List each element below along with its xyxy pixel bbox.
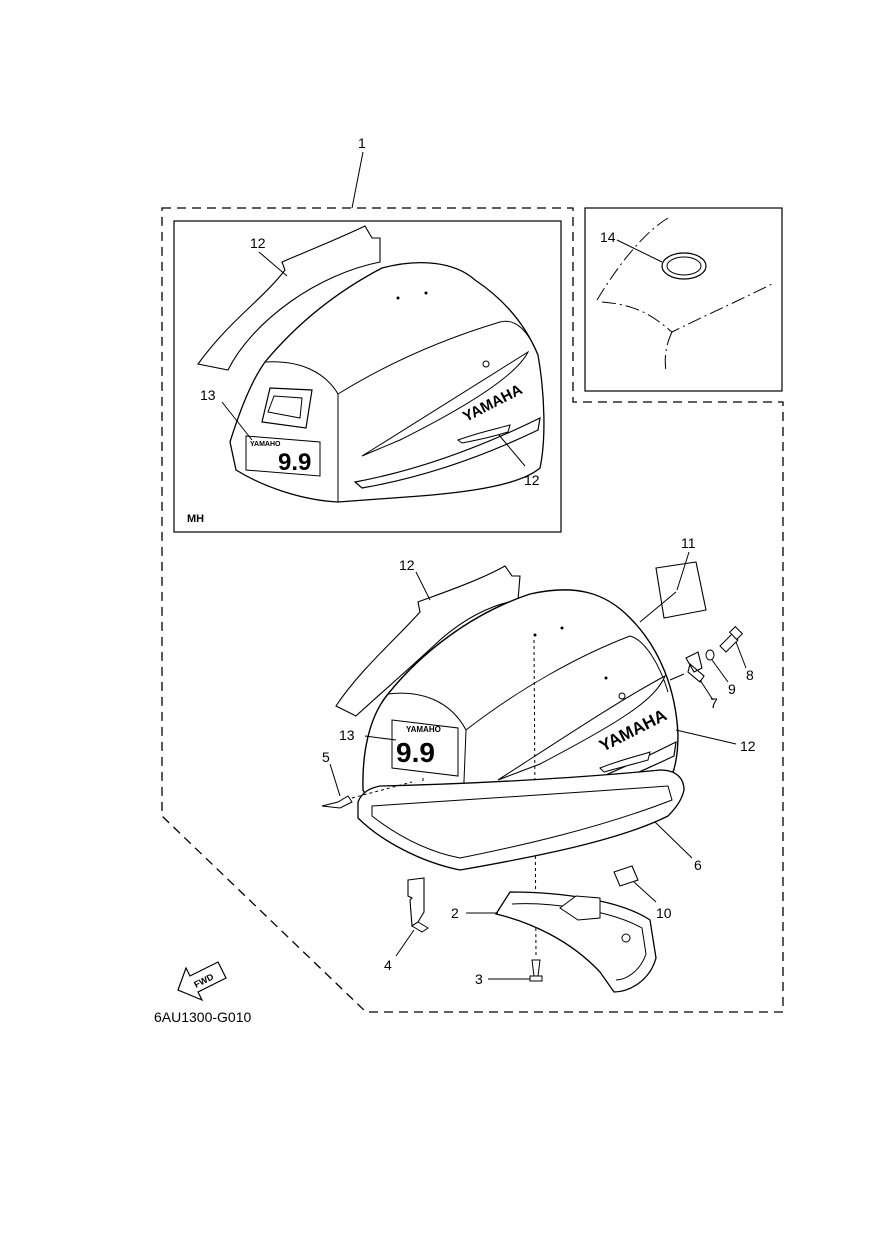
callout-12-inset-side: 12	[524, 472, 540, 488]
rivet-5	[321, 781, 413, 809]
callout-3: 3	[475, 971, 483, 987]
bolt-8	[719, 625, 744, 653]
callout-5: 5	[322, 749, 330, 765]
callout-10: 10	[656, 905, 672, 921]
callout-9: 9	[728, 681, 736, 697]
callout-7: 7	[710, 695, 718, 711]
svg-text:9.9: 9.9	[396, 737, 435, 768]
fwd-arrow-icon: FWD	[177, 961, 227, 1002]
callout-11: 11	[681, 535, 696, 551]
bracket-4	[407, 877, 429, 933]
callout-13-main: 13	[339, 727, 355, 743]
seal-6	[357, 769, 685, 871]
grommet-inset: 14	[584, 207, 783, 392]
callout-8: 8	[746, 667, 754, 683]
label-11	[655, 561, 707, 619]
svg-text:9.9: 9.9	[278, 449, 311, 476]
callout-12-main-top: 12	[399, 557, 415, 573]
callout-12-main-side: 12	[740, 738, 756, 754]
inset-variant-label: MH	[187, 513, 204, 525]
mh-inset: YAMAHA YAMAHO 9.9 MH	[173, 220, 562, 533]
callout-6: 6	[694, 857, 702, 873]
washer-9	[705, 649, 715, 661]
svg-text:YAMAHO: YAMAHO	[406, 725, 441, 734]
top-sticker	[335, 565, 521, 717]
assembly-boundary	[161, 207, 784, 1013]
clip-10	[613, 865, 639, 887]
callout-1: 1	[358, 135, 366, 151]
clip-7	[685, 651, 705, 683]
callout-12-inset-top: 12	[250, 235, 266, 251]
svg-text:YAMAHO: YAMAHO	[250, 441, 281, 448]
grip-handle-2	[494, 891, 657, 993]
callout-2: 2	[451, 905, 459, 921]
screw-3	[529, 959, 543, 982]
callout-4: 4	[384, 957, 392, 973]
callout-14: 14	[600, 229, 616, 245]
callout-13-inset: 13	[200, 387, 216, 403]
drawing-code: 6AU1300-G010	[154, 1009, 252, 1025]
